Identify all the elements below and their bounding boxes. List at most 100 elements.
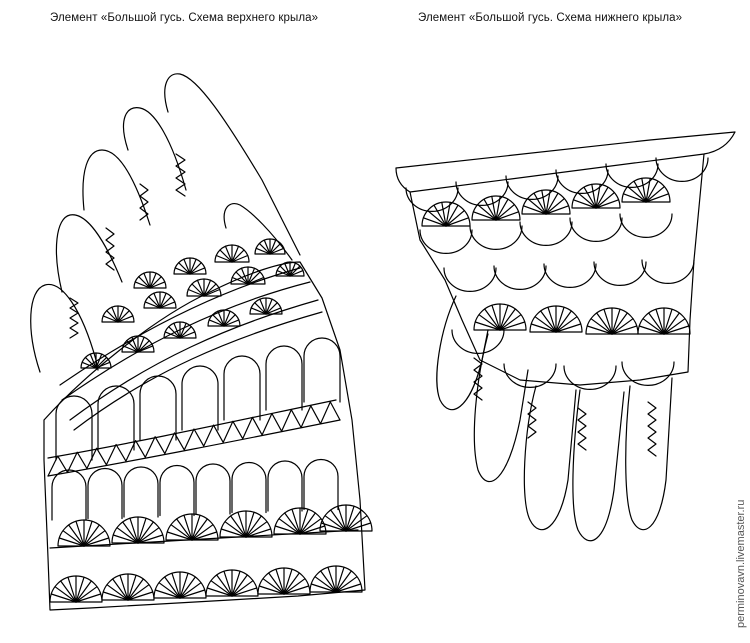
fan-motif — [111, 516, 165, 544]
fan-outline — [219, 510, 273, 538]
fan-outline — [621, 177, 671, 203]
fan-spoke — [187, 288, 205, 297]
fan-spoke — [102, 315, 119, 323]
fan-spoke — [210, 580, 233, 597]
fan-spoke — [622, 193, 647, 203]
fan-motif — [254, 238, 286, 255]
fan-spoke — [154, 589, 181, 599]
fan-spoke — [153, 292, 161, 309]
fan-spoke — [541, 189, 547, 215]
fan-spoke — [117, 315, 134, 323]
fan-spoke — [134, 281, 151, 289]
fan-spoke — [189, 258, 197, 275]
fan-spoke — [231, 276, 249, 285]
fan-spoke — [95, 356, 108, 369]
fan-spoke — [445, 201, 451, 227]
fan-spoke — [441, 201, 447, 227]
arch — [97, 385, 135, 451]
fan-spoke — [191, 514, 201, 541]
fan-spoke — [274, 525, 301, 535]
fan-spoke — [547, 306, 557, 333]
fan-spoke — [345, 515, 368, 532]
fan-motif — [309, 565, 363, 593]
fan-motif — [143, 291, 177, 309]
fan-spoke — [299, 518, 322, 535]
fan-motif — [421, 201, 471, 227]
fan-spoke — [237, 511, 247, 538]
fan-spoke — [112, 534, 139, 544]
fan-spoke — [84, 356, 97, 369]
fan-spoke — [171, 572, 181, 599]
fan-spoke — [247, 271, 261, 285]
fan-spoke — [127, 578, 144, 601]
fan-spoke — [663, 312, 680, 335]
fan-spoke — [106, 310, 119, 323]
fan-spoke — [474, 321, 501, 331]
fan-motif — [214, 244, 250, 263]
fan-spoke — [663, 308, 673, 335]
fan-outline — [637, 307, 691, 335]
fan-outline — [257, 567, 311, 595]
fan-outline — [165, 513, 219, 541]
fan-spoke — [231, 580, 254, 597]
fan-spoke — [83, 530, 106, 547]
arch — [195, 463, 231, 515]
zigzag — [175, 153, 186, 197]
fan-spoke — [337, 505, 347, 532]
fan-spoke — [603, 308, 613, 335]
upper-wing-scallop-row — [55, 337, 341, 461]
scallop — [555, 169, 609, 194]
upper-wing-covert-fans — [80, 238, 305, 369]
fan-spoke — [324, 515, 347, 532]
fan-motif — [637, 307, 691, 335]
fan-spoke — [320, 522, 347, 532]
fan-spoke — [642, 318, 665, 335]
fan-spoke — [533, 192, 547, 215]
fan-spoke — [183, 514, 193, 541]
fan-spoke — [555, 323, 582, 333]
fan-motif — [319, 504, 373, 532]
fan-spoke — [595, 199, 620, 209]
fan-spoke — [445, 210, 465, 227]
arch — [267, 460, 303, 512]
lower-wing-fan-row — [421, 177, 671, 227]
fan-outline — [273, 507, 327, 535]
fan-spoke — [159, 301, 176, 309]
fan-spoke — [291, 508, 301, 535]
fan-motif — [205, 569, 259, 597]
fan-spoke — [231, 254, 249, 263]
lower-wing-long-feathers — [436, 295, 673, 542]
fan-spoke — [345, 505, 355, 532]
fan-spoke — [555, 306, 565, 333]
fan-spoke — [576, 192, 597, 209]
fan-spoke — [122, 345, 139, 353]
arch — [181, 365, 219, 431]
lower-wing-body-outline — [409, 153, 705, 386]
fan-spoke — [663, 318, 686, 335]
fan-spoke — [645, 177, 651, 203]
fan-outline — [111, 516, 165, 544]
feather — [572, 389, 625, 542]
fan-spoke — [75, 593, 102, 603]
fan-spoke — [75, 576, 85, 603]
fan-spoke — [655, 308, 665, 335]
fan-spoke — [591, 183, 597, 209]
zigzag — [69, 297, 79, 339]
fan-spoke — [111, 306, 119, 323]
fan-outline — [529, 305, 583, 333]
fan-outline — [421, 201, 471, 227]
fan-spoke — [284, 262, 291, 277]
fan-spoke — [491, 304, 501, 331]
scallop — [569, 217, 623, 242]
fan-spoke — [179, 572, 189, 599]
feather — [30, 283, 99, 373]
band-line — [49, 529, 359, 549]
fan-motif — [521, 189, 571, 215]
fan-spoke — [299, 508, 309, 535]
band-line — [61, 281, 311, 401]
fan-spoke — [250, 307, 267, 315]
arch — [159, 464, 195, 517]
fan-spoke — [203, 279, 212, 297]
fan-spoke — [173, 322, 181, 339]
scallop — [419, 229, 473, 254]
